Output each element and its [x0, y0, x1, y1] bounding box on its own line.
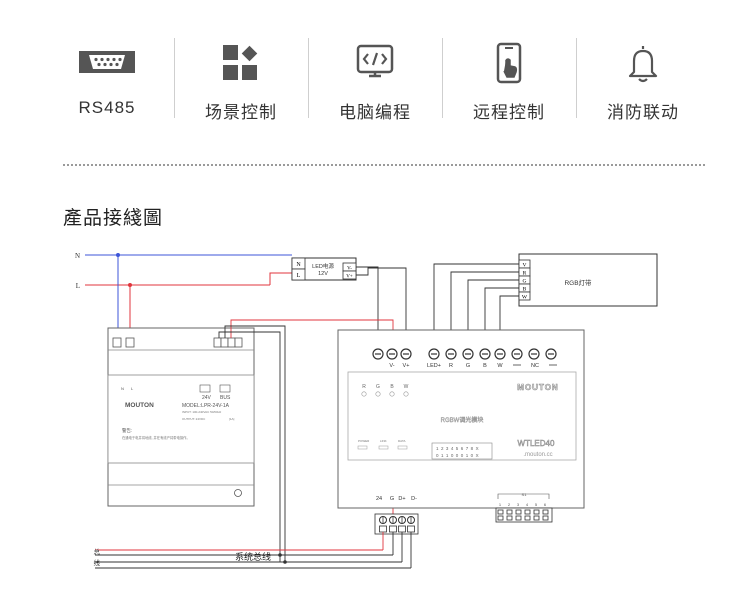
- code-monitor-icon: [308, 42, 442, 86]
- feature-fire: 消防联动: [576, 28, 710, 138]
- mains-lines: N L: [75, 252, 292, 338]
- svg-text:3: 3: [517, 502, 520, 507]
- svg-text:B: B: [390, 384, 394, 390]
- svg-text:B: B: [523, 287, 527, 293]
- feature-label: 远程控制: [473, 103, 545, 122]
- led-supply-voltage: 12V: [318, 271, 328, 277]
- svg-text:W: W: [522, 295, 528, 301]
- svg-text:N: N: [121, 386, 124, 391]
- feature-label: 电脑编程: [339, 103, 411, 122]
- psu-model: MODEL:LPR-24V-1A: [182, 403, 230, 409]
- system-bus: 总 线 系统总线: [94, 532, 412, 569]
- divider: [174, 38, 175, 118]
- svg-text:POWER: POWER: [358, 439, 370, 443]
- feature-rs485: RS485: [40, 28, 174, 138]
- module-brand: MOUTON: [517, 383, 558, 392]
- psu-output-tag: [1A]: [229, 417, 235, 421]
- psu-input: INPUT: 100-240VAC 50/60Hz: [182, 410, 222, 414]
- psu-brand: MOUTON: [125, 402, 154, 409]
- bus-legend-bottom: 线: [94, 558, 101, 567]
- svg-text:D-: D-: [411, 496, 417, 502]
- dip-row-bottom: 0 1 1 0 0 0 1 0 X: [436, 453, 479, 458]
- svg-text:NC: NC: [531, 363, 539, 369]
- svg-text:V-: V-: [389, 363, 394, 369]
- module-model: WTLED40: [518, 439, 555, 448]
- svg-text:R: R: [362, 384, 366, 390]
- svg-text:2: 2: [508, 502, 511, 507]
- psu-warn-text: 在通电于电并将地线, 并在有线产将带电操作。: [122, 435, 190, 440]
- psu-bus-label: BUS: [220, 395, 231, 401]
- svg-text:4: 4: [526, 502, 529, 507]
- psu-out-label: 24V: [202, 395, 212, 401]
- feature-label: RS485: [78, 98, 136, 117]
- rgb-strip: V R G B W RGB灯带: [433, 253, 658, 350]
- svg-text:G: G: [466, 363, 470, 369]
- svg-text:W: W: [404, 384, 409, 390]
- svg-text:G: G: [523, 279, 527, 285]
- bus-legend-top: 总: [94, 547, 101, 556]
- section-title: 產品接綫圖: [63, 208, 164, 229]
- svg-text:G: G: [390, 496, 394, 502]
- feature-label: 场景控制: [205, 103, 277, 122]
- svg-text:B: B: [483, 363, 487, 369]
- bus-label: 系统总线: [235, 551, 271, 562]
- wiring-diagram: N L N L V- V+ LED电源 12V V R G B W RGB灯带: [75, 252, 658, 569]
- svg-text:V+: V+: [403, 363, 410, 369]
- rgb-strip-label: RGB灯带: [564, 278, 592, 287]
- dip-switch-block: [495, 507, 553, 523]
- svg-text:6: 6: [544, 502, 547, 507]
- bell-icon: [576, 42, 710, 86]
- svg-text:D+: D+: [398, 496, 405, 502]
- feature-label: 消防联动: [607, 103, 679, 122]
- feature-row: RS485 场景控制 电脑编程: [40, 28, 710, 138]
- svg-text:V+: V+: [346, 275, 353, 280]
- svg-text:V: V: [523, 263, 527, 269]
- psu-warn-title: 警告:: [122, 427, 132, 434]
- feature-programming: 电脑编程: [308, 28, 442, 138]
- svg-text:V-: V-: [347, 267, 352, 272]
- dotted-divider: [63, 164, 705, 166]
- mains-n-label: N: [75, 252, 80, 260]
- bus-connector: [374, 513, 419, 535]
- power-supply-unit: N L MOUTON 24V BUS MODEL:LPR-24V-1A INPU…: [107, 319, 394, 562]
- svg-text:L: L: [131, 386, 134, 391]
- feature-remote: 远程控制: [442, 28, 576, 138]
- svg-text:5: 5: [535, 502, 538, 507]
- grid-tiles-icon: [174, 42, 308, 86]
- serial-port-icon: [40, 42, 174, 86]
- svg-text:N: N: [296, 262, 301, 268]
- module-site: .mouton.cc: [523, 452, 552, 458]
- mains-l-label: L: [76, 282, 80, 290]
- svg-text:DATA: DATA: [398, 439, 406, 443]
- led-power-supply: N L V- V+ LED电源 12V: [291, 257, 407, 350]
- svg-text:G: G: [376, 384, 380, 390]
- phone-touch-icon: [442, 42, 576, 86]
- divider: [442, 38, 443, 118]
- svg-text:LED+: LED+: [427, 363, 441, 369]
- svg-text:R: R: [523, 271, 527, 277]
- divider: [308, 38, 309, 118]
- dip-title: S1: [522, 492, 528, 497]
- svg-text:24: 24: [376, 496, 382, 502]
- led-supply-title: LED电源: [312, 262, 334, 270]
- divider: [576, 38, 577, 118]
- svg-text:LINK: LINK: [380, 439, 387, 443]
- svg-text:L: L: [297, 273, 301, 279]
- rgbw-dimmer-module: V- V+ LED+ R G B W NC R G B W MOUTON RGB…: [337, 329, 585, 509]
- module-name: RGBW调光模块: [441, 416, 484, 424]
- feature-scene: 场景控制: [174, 28, 308, 138]
- psu-output: OUTPUT: 24VDC: [182, 417, 206, 421]
- svg-text:R: R: [449, 363, 453, 369]
- svg-text:W: W: [497, 363, 503, 369]
- svg-text:1: 1: [499, 502, 502, 507]
- dip-row-top: 1 2 3 4 5 6 7 8 X: [436, 446, 479, 451]
